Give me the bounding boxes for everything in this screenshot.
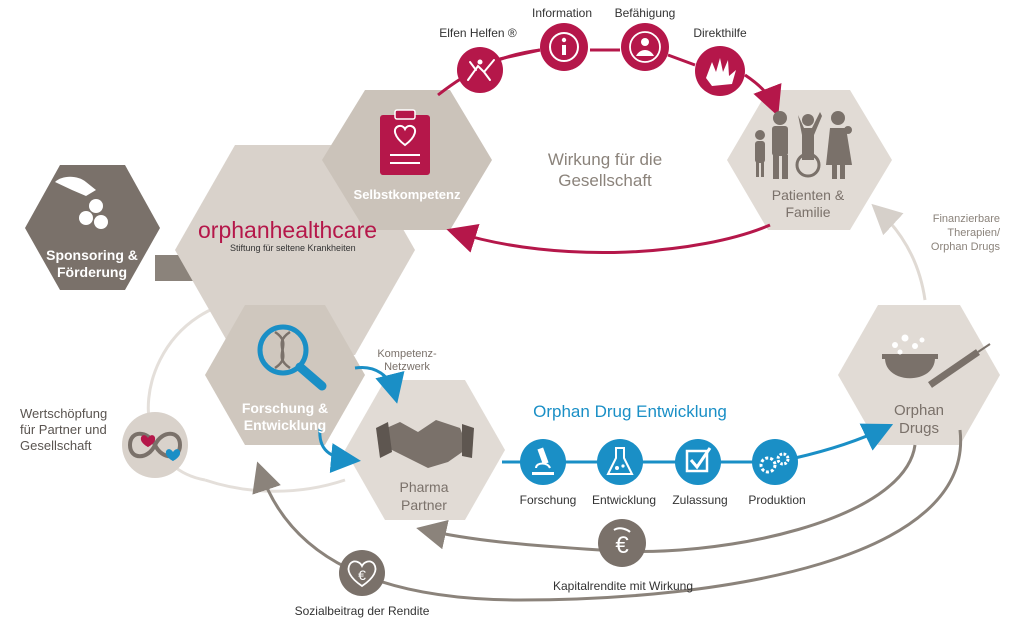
info-icon [540,23,588,71]
value-cycle-arc-bottom [204,478,346,493]
kompetenz-label-2: Netzwerk [384,361,430,373]
brand-logo: orphanhealthcare [198,217,377,243]
top-step-label: Befähigung [615,6,676,20]
sponsoring-label-2: Förderung [57,264,127,280]
patienten-label-1: Patienten & [772,187,845,203]
elf-icon [457,47,503,93]
top-step-label: Elfen Helfen ® [439,26,517,40]
patienten-label-2: Familie [785,204,830,220]
crimson-arrow-to-patients [744,73,782,117]
euro-symbol-1: € [615,532,629,559]
selbstkompetenz-label: Selbstkompetenz [354,187,461,202]
forschung-label-2: Entwicklung [244,417,326,433]
wirkung-label-1: Wirkung für die [548,150,662,169]
dev-step-label: Forschung [520,493,577,507]
wert-label-1: Wertschöpfung [20,406,107,421]
forschung-label-1: Forschung & [242,400,328,416]
crimson-return-arrow [446,223,771,255]
blue-link-bottom [318,427,361,474]
euro-coin-icon [598,519,646,567]
brand-tagline: Stiftung für seltene Krankheiten [230,243,356,253]
helping-hands-icon [695,46,745,96]
finanz-label-1: Finanzierbare [933,213,1000,225]
dev-step-label: Zulassung [672,493,727,507]
euro-heart-icon [339,550,385,596]
kapital-label: Kapitalrendite mit Wirkung [553,579,693,593]
pharma-label-2: Partner [401,497,447,513]
kompetenz-label-1: Kompetenz- [377,348,437,360]
sozial-return-arrow [252,429,963,602]
empowerment-icon [621,23,669,71]
wert-label-2: für Partner und [20,422,107,437]
gears-icon [752,439,798,485]
dna-magnifier-icon [257,324,327,391]
orphan-drugs-label-1: Orphan [894,402,944,419]
euro-symbol-2: € [358,567,366,583]
finanz-label-2: Therapien/ [947,227,1001,239]
wert-label-3: Gesellschaft [20,438,92,453]
infinity-hearts-icon [122,412,188,478]
family-icon [755,111,852,179]
light-arrow-to-patients [871,203,927,301]
flask-icon [597,439,643,485]
dev-step-label: Produktion [748,493,805,507]
sozial-label: Sozialbeitrag der Rendite [295,604,430,618]
top-step-label: Information [532,6,592,20]
hex-sponsoring [25,165,160,290]
wirkung-label-2: Gesellschaft [558,171,652,190]
handshake-icon [376,420,474,468]
orphan-dev-label: Orphan Drug Entwicklung [533,402,727,421]
top-step-label: Direkthilfe [693,26,747,40]
sponsoring-label-1: Sponsoring & [46,247,138,263]
blue-link-top [354,365,405,404]
microscope-icon [520,439,566,485]
checkbox-icon [675,439,721,485]
finanz-label-3: Orphan Drugs [931,241,1001,253]
clipboard-heart-icon [380,109,430,175]
dev-step-label: Entwicklung [592,493,656,507]
drugs-bowl-syringe-icon [882,334,991,388]
orphan-drugs-label-2: Drugs [899,420,939,437]
coins-hand-icon [55,176,108,229]
pharma-label-1: Pharma [399,479,448,495]
dev-arrow-to-drugs [794,423,894,460]
